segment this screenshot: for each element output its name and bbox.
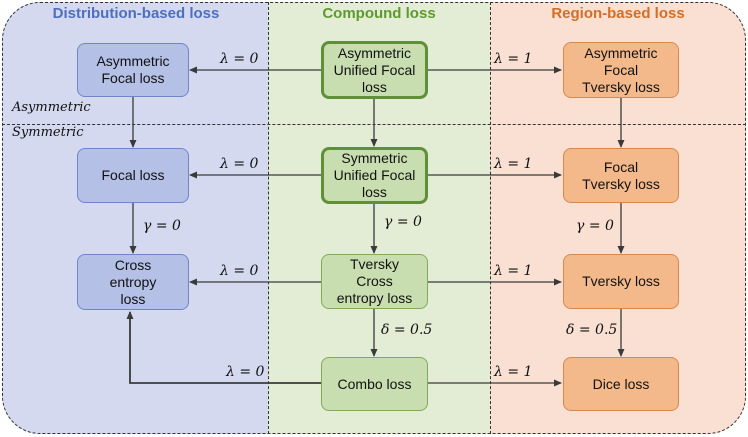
label-lambda1-row1: λ = 1: [494, 51, 533, 67]
label-gamma0-dist: γ = 0: [143, 218, 181, 234]
node-asymmetric-unified-focal-loss: Asymmetric Unified Focal loss: [321, 41, 428, 99]
label-delta-comp: δ = 0.5: [381, 322, 433, 338]
node-tversky-cross-entropy-loss: Tversky Cross entropy loss: [321, 254, 428, 309]
region-title: Region-based loss: [551, 5, 685, 22]
divider-left: [268, 2, 269, 434]
node-focal-loss: Focal loss: [77, 148, 189, 203]
label-gamma0-comp: γ = 0: [384, 214, 422, 230]
divider-right: [490, 2, 491, 434]
label-lambda1-row3: λ = 1: [494, 263, 533, 279]
node-tversky-loss: Tversky loss: [563, 254, 679, 309]
label-gamma0-region: γ = 0: [576, 218, 614, 234]
node-cross-entropy-loss: Cross entropy loss: [77, 254, 189, 310]
node-asymmetric-focal-loss: Asymmetric Focal loss: [77, 43, 189, 97]
node-asymmetric-focal-tversky-loss: Asymmetric Focal Tversky loss: [563, 42, 679, 98]
edge-combo-to-ce: [126, 311, 321, 384]
node-combo-loss: Combo loss: [321, 357, 428, 411]
node-symmetric-unified-focal-loss: Symmetric Unified Focal loss: [321, 147, 428, 204]
node-dice-loss: Dice loss: [563, 357, 679, 411]
symmetric-label: Symmetric: [12, 125, 84, 140]
label-lambda0-row3: λ = 0: [220, 263, 259, 279]
asymmetric-label: Asymmetric: [12, 100, 91, 115]
label-lambda0-row2: λ = 0: [220, 156, 259, 172]
label-lambda1-row2: λ = 1: [494, 156, 533, 172]
label-lambda1-row4: λ = 1: [494, 364, 533, 380]
distribution-title: Distribution-based loss: [52, 5, 220, 22]
node-focal-tversky-loss: Focal Tversky loss: [563, 148, 679, 203]
label-delta-region: δ = 0.5: [566, 322, 618, 338]
label-lambda0-row1: λ = 0: [220, 51, 259, 67]
label-lambda0-row4: λ = 0: [226, 364, 265, 380]
compound-title: Compound loss: [322, 5, 436, 22]
